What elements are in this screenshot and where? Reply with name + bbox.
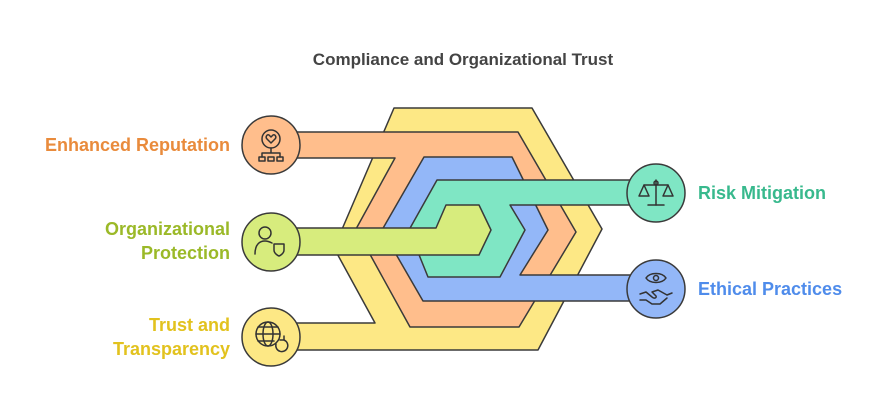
trust-transparency-label: Trust and Transparency: [0, 313, 230, 361]
organizational-protection-label-line1: Organizational: [104, 219, 230, 239]
organizational-protection-band: [269, 204, 492, 256]
risk-mitigation-label: Risk Mitigation: [698, 183, 827, 203]
person-shield-icon: [254, 226, 285, 257]
ethical-practices-label: Ethical Practices: [698, 279, 843, 299]
ethical-practices-circle: [626, 259, 686, 319]
trust-transparency-label-line2: Transparency: [112, 339, 230, 359]
trust-transparency-label-line1: Trust and: [148, 315, 230, 335]
enhanced-reputation-label: Enhanced Reputation: [44, 135, 230, 155]
organizational-protection-label-line2: Protection: [140, 243, 230, 263]
trust-transparency-circle: [241, 307, 301, 367]
diagram-title: Compliance and Organizational Trust: [312, 50, 614, 69]
eye-handshake-icon: [639, 272, 673, 305]
globe-refresh-icon: [255, 321, 289, 353]
enhanced-reputation-circle: [241, 115, 301, 175]
person-heart-icon: [258, 129, 284, 162]
organizational-protection-label: Organizational Protection: [0, 217, 230, 265]
scales-icon: [638, 179, 674, 206]
